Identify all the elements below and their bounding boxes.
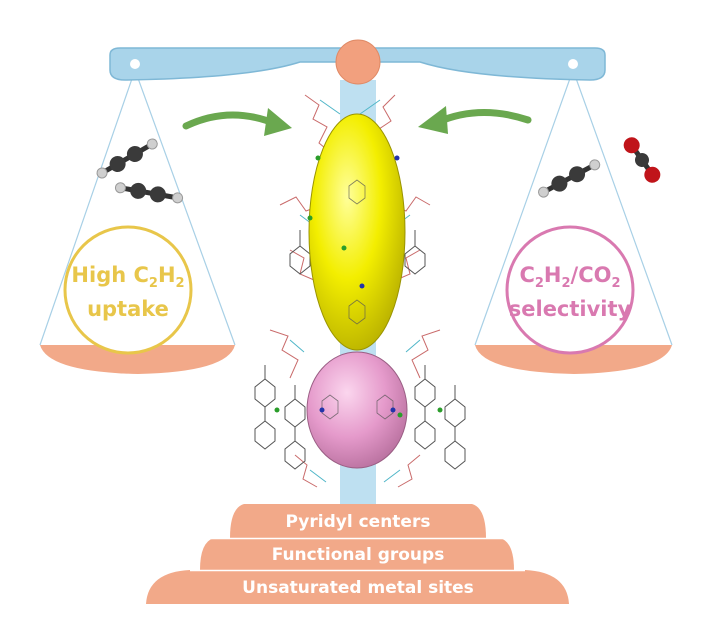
left-pan-label-line2: uptake [87, 297, 169, 321]
step-label-unsaturated-metal-sites: Unsaturated metal sites [242, 578, 474, 598]
right-pan-label-line1: C2H2/CO2 [519, 263, 620, 291]
right-pan-label-ring [505, 225, 635, 355]
beam-left-hole-icon [130, 59, 140, 69]
green-curved-arrow-icon-left [182, 111, 280, 130]
right-pan-label-line2: selectivity [509, 297, 632, 321]
atom-markers [274, 155, 443, 418]
left-pan-label-line1: High C2H2 [71, 263, 184, 291]
balance-beam [109, 47, 606, 81]
base-step-bottom [146, 570, 569, 604]
yellow-cage [308, 113, 406, 351]
step-label-functional-groups: Functional groups [272, 545, 445, 565]
left-pan-label-ring [63, 225, 193, 355]
green-arrowhead-left-icon [264, 108, 292, 136]
step-label-pyridyl-centers: Pyridyl centers [286, 512, 431, 532]
right-pan [475, 345, 672, 374]
framework-overlay [321, 179, 394, 420]
acetylene-molecule-icon [114, 182, 184, 204]
pivot-circle-icon [335, 39, 381, 85]
acetylene-molecule-icon [96, 138, 158, 179]
pink-cage [306, 351, 408, 469]
green-arrowhead-right-icon [418, 106, 448, 134]
acetylene-molecule-icon [538, 159, 601, 198]
right-pan-strings [474, 69, 673, 346]
beam-right-hole-icon [568, 59, 578, 69]
base-step-top [230, 504, 486, 538]
co2-molecule-icon [623, 137, 661, 183]
base-step-middle [200, 538, 514, 570]
left-pan-strings [39, 69, 236, 346]
green-curved-arrow-icon-right [434, 109, 532, 126]
left-pan [40, 345, 235, 374]
